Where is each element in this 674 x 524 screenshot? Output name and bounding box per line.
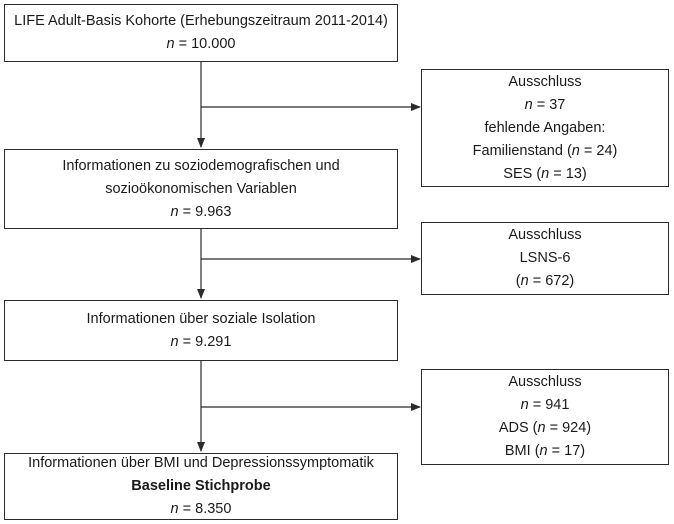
isolation-box: Informationen über soziale Isolation n =… [4,300,398,361]
exclusion-box-1: Ausschluss n = 37 fehlende Angaben: Fami… [421,69,669,187]
cohort-box: LIFE Adult-Basis Kohorte (Erhebungszeitr… [4,4,398,62]
isolation-n: n = 9.291 [170,333,232,350]
exclusion-2-n: (n = 672) [515,273,575,289]
baseline-n: n = 8.350 [170,501,232,517]
cohort-n: n = 10.000 [166,36,236,52]
exclusion-2-scale: LSNS-6 [519,250,571,266]
baseline-sample-label: Baseline Stichprobe [131,478,271,494]
socio-box: Informationen zu soziodemografischen und… [4,149,398,229]
cohort-title: LIFE Adult-Basis Kohorte (Erhebungszeitr… [14,13,388,29]
exclusion-3-ads: ADS (n = 924) [498,420,592,436]
exclusion-1-family-status: Familienstand (n = 24) [472,142,618,159]
socio-n: n = 9.963 [170,203,232,220]
baseline-box: Informationen über BMI und Depressionssy… [4,453,398,520]
exclusion-3-title: Ausschluss [508,374,582,390]
exclusion-3-n: n = 941 [520,397,570,413]
exclusion-box-3: Ausschluss n = 941 ADS (n = 924) BMI (n … [421,369,669,465]
socio-line-1: Informationen zu soziodemografischen und [62,157,340,174]
exclusion-1-n: n = 37 [524,96,566,113]
socio-line-2: sozioökonomischen Variablen [105,180,297,197]
exclusion-2-title: Ausschluss [508,227,582,243]
exclusion-box-2: Ausschluss LSNS-6 (n = 672) [421,222,669,295]
exclusion-1-title: Ausschluss [508,73,582,90]
exclusion-3-bmi: BMI (n = 17) [504,443,586,459]
exclusion-1-missing-label: fehlende Angaben: [484,119,606,136]
exclusion-1-ses: SES (n = 13) [503,165,587,182]
isolation-title: Informationen über soziale Isolation [86,310,316,327]
baseline-title: Informationen über BMI und Depressionssy… [28,455,374,471]
